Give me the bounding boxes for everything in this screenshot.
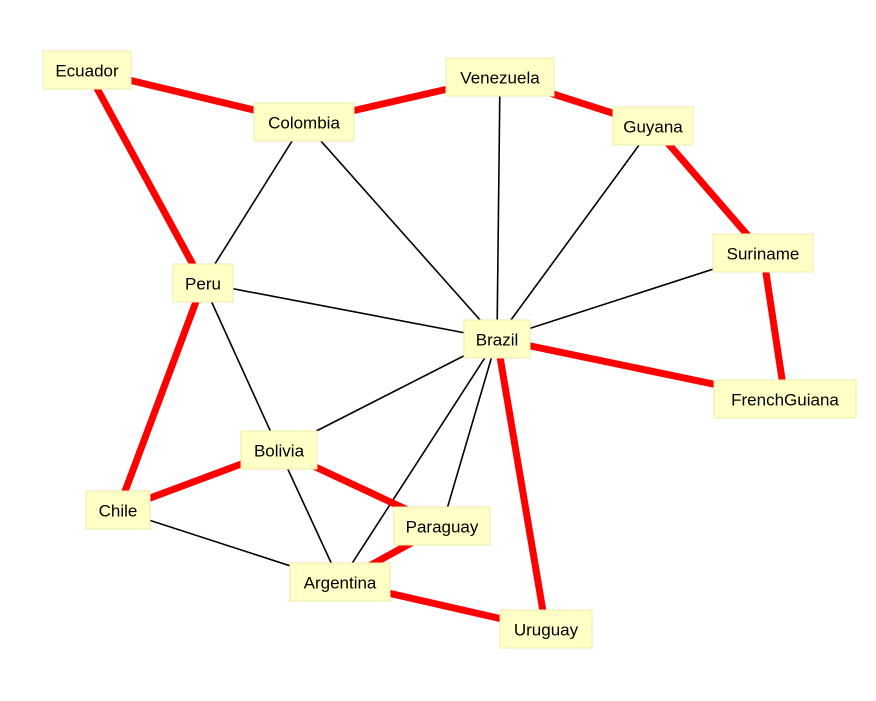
node-label: Brazil <box>476 331 519 350</box>
node-label: Colombia <box>268 114 340 133</box>
node-peru[interactable]: Peru <box>172 263 234 303</box>
node-label: Ecuador <box>55 62 119 81</box>
node-uruguay[interactable]: Uruguay <box>499 609 593 649</box>
node-brazil[interactable]: Brazil <box>463 319 531 359</box>
node-box <box>253 102 355 142</box>
node-label: Guyana <box>623 118 683 137</box>
node-label: Uruguay <box>514 621 579 640</box>
edge-venezuela-brazil <box>496 76 501 340</box>
node-label: Paraguay <box>406 518 479 537</box>
node-box <box>393 506 491 546</box>
edge-colombia-peru <box>202 121 305 284</box>
node-ecuador[interactable]: Ecuador <box>42 50 132 90</box>
node-box <box>172 263 234 303</box>
node-box <box>42 50 132 90</box>
node-box <box>463 319 531 359</box>
node-frenchguiana[interactable]: FrenchGuiana <box>713 379 857 419</box>
node-box <box>85 490 151 530</box>
node-suriname[interactable]: Suriname <box>712 233 814 273</box>
node-paraguay[interactable]: Paraguay <box>393 506 491 546</box>
node-box <box>712 233 814 273</box>
node-box <box>713 379 857 419</box>
node-argentina[interactable]: Argentina <box>289 562 391 602</box>
node-label: Bolivia <box>254 442 305 461</box>
node-label: FrenchGuiana <box>731 391 839 410</box>
node-label: Peru <box>185 275 221 294</box>
edge-brazil-uruguay <box>493 338 550 630</box>
edge-bolivia-argentina <box>278 449 341 583</box>
node-guyana[interactable]: Guyana <box>612 106 694 146</box>
node-label: Chile <box>99 502 138 521</box>
node-box <box>499 609 593 649</box>
edge-peru-ecuador <box>83 68 207 285</box>
node-box <box>289 562 391 602</box>
node-box <box>240 430 318 470</box>
edge-peru-bolivia <box>202 282 280 451</box>
edge-brazil-argentina <box>339 338 498 583</box>
node-bolivia[interactable]: Bolivia <box>240 430 318 470</box>
node-chile[interactable]: Chile <box>85 490 151 530</box>
edge-suriname-frenchguiana <box>759 252 789 400</box>
node-venezuela[interactable]: Venezuela <box>445 57 555 97</box>
edge-guyana-brazil <box>496 125 654 340</box>
edge-colombia-brazil <box>303 121 498 340</box>
node-box <box>612 106 694 146</box>
edge-chile-peru <box>114 281 207 512</box>
node-colombia[interactable]: Colombia <box>253 102 355 142</box>
node-label: Suriname <box>727 245 800 264</box>
node-label: Argentina <box>304 574 377 593</box>
edge-guyana-suriname <box>650 123 766 256</box>
edge-peru-brazil <box>202 282 498 340</box>
node-box <box>445 57 555 97</box>
edge-brazil-paraguay <box>441 338 498 527</box>
node-label: Venezuela <box>460 69 540 88</box>
